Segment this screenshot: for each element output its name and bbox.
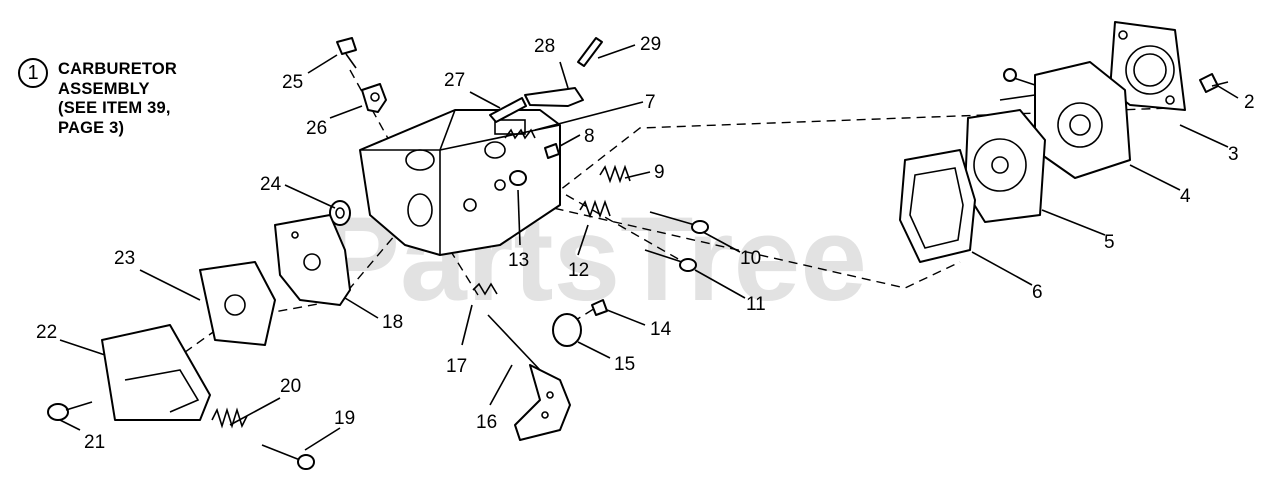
- part-14-screw: [591, 299, 608, 316]
- callout-number-circle: 1: [18, 58, 48, 88]
- part-17-spring: [472, 282, 498, 296]
- label-22: 22: [36, 322, 57, 343]
- label-8: 8: [584, 126, 595, 147]
- part-23-gasket: [199, 261, 276, 346]
- part-15-disc: [552, 313, 582, 347]
- part-26-bracket: [361, 83, 387, 113]
- part-21-screw: [47, 401, 93, 421]
- callout-line-2: ASSEMBLY: [58, 79, 150, 98]
- part-20-spring: [211, 407, 248, 429]
- part-5-diaphragm: [964, 109, 1046, 223]
- label-12: 12: [568, 260, 589, 281]
- callout-line-3: (SEE ITEM 39,: [58, 99, 171, 117]
- callout-line-4: PAGE 3): [58, 118, 125, 137]
- label-4: 4: [1180, 186, 1191, 207]
- label-18: 18: [382, 312, 403, 333]
- label-5: 5: [1104, 232, 1115, 253]
- part-16-throttle-shaft: [487, 314, 571, 441]
- part-22-cover: [101, 324, 211, 421]
- part-25-screw: [336, 37, 357, 69]
- label-15: 15: [614, 354, 635, 375]
- label-11: 11: [746, 294, 766, 315]
- label-20: 20: [280, 376, 301, 397]
- part-27-needle: [489, 97, 527, 123]
- part-6-gasket: [899, 149, 976, 263]
- label-23: 23: [114, 248, 135, 269]
- part-29-pin: [577, 37, 603, 67]
- part-11-screw: [644, 249, 697, 272]
- part-8-screw: [544, 143, 560, 159]
- label-13: 13: [508, 250, 529, 271]
- label-10: 10: [740, 248, 761, 269]
- label-7: 7: [645, 92, 656, 113]
- label-21: 21: [84, 432, 105, 453]
- label-25: 25: [282, 72, 303, 93]
- part-7-spring: [504, 128, 536, 140]
- part-10-screw: [649, 211, 709, 234]
- label-9: 9: [654, 162, 665, 183]
- label-14: 14: [650, 319, 672, 340]
- part-13-plug: [509, 170, 527, 186]
- label-6: 6: [1032, 282, 1043, 303]
- label-29: 29: [640, 34, 661, 55]
- part-12-spring: [579, 199, 611, 219]
- leader-lines: [59, 44, 1239, 451]
- part-28-lever: [524, 87, 584, 107]
- part-9-spring: [599, 164, 631, 184]
- label-24: 24: [260, 174, 282, 195]
- callout-line-1: CARBURETOR: [58, 60, 178, 78]
- label-16: 16: [476, 412, 497, 433]
- part-labels: 2 3 4 5 6 7 8 9 10 11 12 13 14 15 16 17 …: [36, 34, 1255, 453]
- part-18-plate: [274, 214, 351, 306]
- label-3: 3: [1228, 144, 1239, 165]
- label-19: 19: [334, 408, 355, 429]
- label-26: 26: [306, 118, 327, 139]
- label-28: 28: [534, 36, 555, 57]
- part-19-screw: [261, 444, 315, 470]
- label-27: 27: [444, 70, 465, 91]
- part-24-seal: [329, 200, 351, 226]
- callout-text: CARBURETOR ASSEMBLY (SEE ITEM 39, PAGE 3…: [58, 60, 248, 138]
- label-2: 2: [1244, 92, 1255, 113]
- label-17: 17: [446, 356, 467, 377]
- carburetor-body: [359, 109, 561, 256]
